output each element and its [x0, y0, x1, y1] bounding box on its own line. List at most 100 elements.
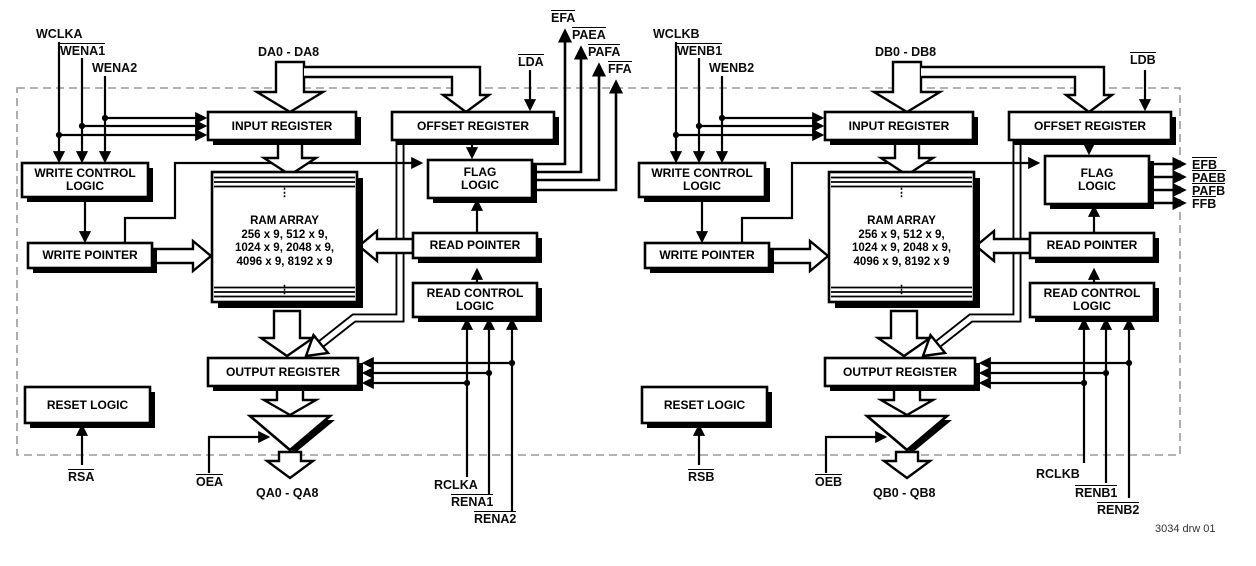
ram-ellipsis-top-b: ⋮ [896, 187, 907, 199]
rsa-label: RSA [68, 469, 95, 484]
ram-array-label-b: ⋮ RAM ARRAY 256 x 9, 512 x 9, 1024 x 9, … [831, 187, 972, 297]
data-in-label-b: DB0 - DB8 [875, 45, 937, 59]
write-pointer-to-ram-arrow-a [150, 238, 213, 274]
read-control-logic-box-b [1028, 281, 1159, 322]
input-register-label-b: INPUT REGISTER [848, 118, 950, 133]
write-pointer-to-flag-line-b [740, 156, 1041, 243]
flag-logic-box-b [1043, 154, 1154, 209]
ram-array-label-a: ⋮ RAM ARRAY 256 x 9, 512 x 9, 1024 x 9, … [214, 187, 355, 297]
rena1-label: RENA1 [451, 494, 494, 509]
read-pointer-label-a: READ POINTER [429, 238, 521, 252]
write-pointer-box-b [643, 241, 774, 273]
paea-line [532, 45, 589, 174]
rena2-label: RENA2 [474, 511, 517, 526]
ram-sizes1-b: 256 x 9, 512 x 9, [858, 228, 945, 241]
renb2-label: RENB2 [1097, 502, 1140, 517]
input-register-label-a: INPUT REGISTER [231, 118, 333, 133]
lda-label: LDA [518, 54, 544, 69]
ldb-label: LDB [1130, 52, 1156, 67]
offset-bus-arrowhead-b [921, 332, 948, 358]
data-in-label-a: DA0 - DA8 [258, 45, 320, 59]
read-pointer-label-b: READ POINTER [1046, 238, 1138, 252]
rclka-label: RCLKA [434, 478, 478, 492]
flag-logic-label-b: FLAG LOGIC [1078, 166, 1116, 193]
input-register-to-ram-arrow-b [876, 138, 938, 177]
reset-logic-label-b: RESET LOGIC [663, 397, 746, 412]
oea-label: OEA [196, 474, 224, 489]
read-pointer-box-b [1028, 231, 1159, 263]
pafa-line [532, 62, 607, 182]
write-pointer-label-a: WRITE POINTER [42, 248, 138, 262]
output-buffer-b [863, 414, 952, 453]
fifo-b-linework [637, 42, 1187, 498]
read-control-logic-label-a: READ CONTROL LOGIC [426, 286, 524, 313]
ffa-line [532, 79, 624, 192]
ram-title-b: RAM ARRAY [867, 215, 936, 227]
wena1-label: WENA1 [60, 43, 106, 58]
reset-logic-box-a [23, 385, 155, 428]
pafa-label: PAFA [588, 44, 621, 59]
write-pointer-to-flag-line-a [123, 156, 424, 243]
ram-title-a: RAM ARRAY [250, 215, 319, 227]
flag-logic-label-a: FLAG LOGIC [461, 165, 499, 192]
paeb-label: PAEB [1192, 170, 1226, 185]
output-register-box-a [206, 356, 363, 391]
ram-array-box-b [827, 170, 980, 308]
ram-to-output-register-arrow-a [257, 309, 317, 358]
oeb-label: OEB [815, 474, 843, 489]
offset-register-label-b: OFFSET REGISTER [1033, 118, 1146, 133]
oea-line [207, 430, 271, 473]
output-register-box-b [823, 356, 980, 391]
ram-ellipsis-bottom-b: ⋮ [896, 284, 907, 296]
wena2-label: WENA2 [92, 61, 138, 75]
ram-to-output-register-arrow-b [874, 309, 934, 358]
wclkb-label: WCLKB [653, 27, 700, 41]
read-pointer-box-a [411, 231, 542, 263]
flag-logic-box-a [426, 158, 537, 203]
efa-label: EFA [551, 10, 576, 25]
ram-array-box-a [210, 170, 363, 308]
renb1-label: RENB1 [1075, 485, 1118, 500]
ram-sizes2-b: 1024 x 9, 2048 x 9, [851, 242, 952, 254]
offset-register-box-a [390, 110, 559, 145]
reset-logic-box-b [640, 385, 772, 428]
write-pointer-label-b: WRITE POINTER [659, 248, 755, 262]
data-out-label-b: QB0 - QB8 [873, 486, 936, 500]
ram-sizes2-a: 1024 x 9, 2048 x 9, [234, 242, 335, 254]
ram-sizes3-a: 4096 x 9, 8192 x 9 [236, 255, 333, 268]
ram-ellipsis-bottom-a: ⋮ [279, 284, 290, 296]
write-control-logic-box-b [637, 161, 770, 202]
rclkb-label: RCLKB [1036, 467, 1080, 481]
wenb1-label: WENB1 [677, 43, 723, 58]
buffer-to-data-out-arrow-b [880, 450, 934, 480]
chip-boundary-dashed [16, 87, 1181, 456]
read-pointer-to-ram-arrow-b [974, 228, 1032, 264]
offset-register-box-b [1007, 110, 1176, 145]
drawing-number: 3034 drw 01 [1155, 523, 1216, 535]
buffer-to-data-out-arrow-a [263, 450, 317, 480]
read-pointer-to-ram-arrow-a [357, 228, 415, 264]
output-register-label-a: OUTPUT REGISTER [225, 364, 340, 379]
paea-label: PAEA [572, 27, 606, 42]
write-control-logic-label-b: WRITE CONTROL LOGIC [651, 166, 753, 193]
ram-sizes3-b: 4096 x 9, 8192 x 9 [853, 255, 950, 268]
oeb-line [824, 430, 888, 473]
input-register-to-ram-arrow-a [259, 138, 321, 177]
ram-sizes1-a: 256 x 9, 512 x 9, [241, 228, 328, 241]
input-register-box-a [206, 110, 361, 145]
read-control-logic-box-a [411, 281, 542, 322]
rsb-label: RSB [688, 469, 715, 484]
offset-bus-arrowhead-a [304, 332, 331, 358]
pafb-label: PAFB [1192, 183, 1226, 198]
ffb-label: FFB [1192, 196, 1217, 211]
data-in-branch-to-offset-b [921, 65, 1116, 114]
reset-logic-label-a: RESET LOGIC [46, 397, 129, 412]
write-control-logic-box-a [20, 161, 153, 202]
wenb2-label: WENB2 [709, 61, 755, 75]
write-pointer-to-ram-arrow-b [767, 238, 830, 274]
fifo-a-linework [20, 28, 624, 511]
efb-label: EFB [1192, 157, 1217, 172]
ffa-label: FFA [608, 61, 632, 76]
